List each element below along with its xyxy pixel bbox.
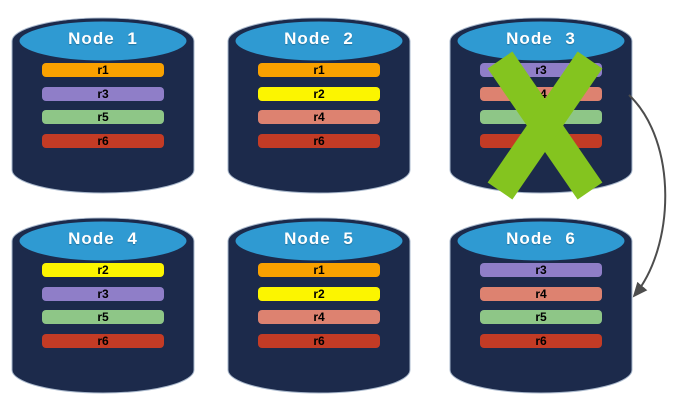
replica-bar: r4 [480, 86, 602, 101]
replica-bar: r4 [480, 286, 602, 301]
replica-list: r1 r2 r4 r6 [258, 63, 380, 148]
replica-bar: r3 [480, 63, 602, 77]
node-3: Node 3 r3 r4 r5 r6 [446, 8, 636, 200]
replica-bar: r3 [42, 286, 164, 301]
cylinder-body [227, 17, 411, 194]
replica-list: r1 r3 r5 r6 [42, 63, 164, 148]
database-cylinder-icon [11, 217, 195, 394]
cylinder-body [449, 217, 633, 394]
replica-bar: r4 [258, 310, 380, 324]
node-5: Node 5 r1 r2 r4 r6 [224, 208, 414, 396]
replica-bar: r5 [480, 110, 602, 124]
node-6: Node 6 r3 r4 r5 r6 [446, 208, 636, 396]
cylinder-body [11, 17, 195, 194]
replica-bar: r5 [480, 310, 602, 324]
cylinder-body [11, 217, 195, 394]
replica-bar: r6 [480, 333, 602, 348]
database-cylinder-icon [227, 17, 411, 194]
replica-list: r1 r2 r4 r6 [258, 263, 380, 348]
replica-bar: r1 [258, 63, 380, 77]
node-title: Node 4 [68, 229, 138, 248]
node-1: Node 1 r1 r3 r5 r6 [8, 8, 198, 196]
replica-bar: r4 [258, 110, 380, 124]
node-title: Node 6 [506, 229, 576, 248]
cylinder-top [232, 218, 406, 264]
replica-bar: r6 [42, 333, 164, 348]
cylinder-top [16, 18, 190, 64]
node-title: Node 5 [284, 229, 354, 248]
replica-list: r3 r4 r5 r6 [480, 263, 602, 348]
replica-bar: r1 [42, 63, 164, 77]
cylinder-body [227, 217, 411, 394]
replica-bar: r2 [258, 86, 380, 101]
replica-bar: r3 [42, 86, 164, 101]
replica-bar: r5 [42, 110, 164, 124]
node-title: Node 2 [284, 29, 354, 48]
replica-bar: r6 [258, 333, 380, 348]
replica-bar: r5 [42, 310, 164, 324]
replica-list: r3 r4 r5 r6 [480, 63, 602, 148]
replica-bar: r1 [258, 263, 380, 277]
replica-bar: r2 [258, 286, 380, 301]
node-2: Node 2 r1 r2 r4 r6 [224, 8, 414, 196]
database-cylinder-icon [227, 217, 411, 394]
replica-bar: r2 [42, 263, 164, 277]
replica-bar: r6 [258, 133, 380, 148]
database-cylinder-icon [11, 17, 195, 194]
node-4: Node 4 r2 r3 r5 r6 [8, 208, 198, 396]
replica-bar: r3 [480, 263, 602, 277]
cylinder-top [232, 18, 406, 64]
cylinder-top [454, 218, 628, 264]
node-title: Node 3 [506, 29, 576, 48]
database-cylinder-icon [449, 217, 633, 394]
replica-bar: r6 [480, 133, 602, 148]
cylinder-top [16, 218, 190, 264]
replica-bar: r6 [42, 133, 164, 148]
replica-list: r2 r3 r5 r6 [42, 263, 164, 348]
node-title: Node 1 [68, 29, 138, 48]
